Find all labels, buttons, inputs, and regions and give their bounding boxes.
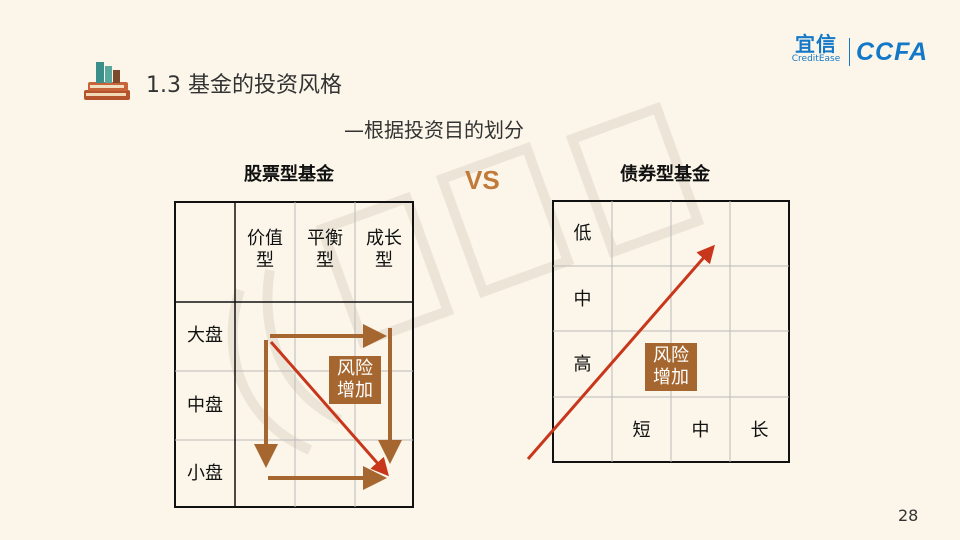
slide-title: 1.3 基金的投资风格 [146,73,342,98]
bond-col-short: 短 [632,420,651,441]
col-header-balanced-line1: 平衡 [307,228,343,249]
arrow-diagonal [269,341,389,477]
bond-fund-grid: 低 中 高 短 中 长 风险 增加 [526,200,790,463]
bond-arrow-diagonal [526,244,715,460]
bond-col-long: 长 [750,420,769,441]
yixin-logo-cn: 宜信 [795,32,837,56]
stock-risk-label: 风险 增加 [329,356,381,404]
page-number: 28 [898,506,919,525]
slide-subtitle: —根据投资目的划分 [344,118,524,142]
vs-label: VS [465,165,500,195]
bond-fund-heading: 债券型基金 [620,164,710,185]
col-header-value-line2: 型 [256,250,274,271]
yixin-logo-en: CreditEase [791,54,841,64]
bond-row-low: 低 [573,223,592,244]
col-header-balanced: 平衡 型 [295,228,355,272]
bond-row-high: 高 [573,354,592,375]
col-header-growth-line1: 成长 [366,228,402,249]
books-icon [84,62,130,100]
col-header-growth-line2: 型 [375,250,393,271]
yixin-logo: 宜信 CreditEase [786,34,846,70]
bond-risk-line1: 风险 [653,345,689,366]
stock-fund-heading: 股票型基金 [244,164,334,185]
stock-risk-line2: 增加 [337,380,373,401]
ccfa-logo: CCFA [856,38,929,66]
bond-row-mid: 中 [573,289,592,310]
bond-risk-label: 风险 增加 [645,343,697,391]
col-header-balanced-line2: 型 [316,250,334,271]
col-header-value: 价值 型 [235,228,295,272]
row-header-large-cap: 大盘 [187,325,223,346]
bond-grid-lines [526,200,790,463]
bond-col-medium: 中 [691,420,710,441]
logo-divider [849,38,850,66]
stock-risk-line1: 风险 [337,358,373,379]
stock-fund-grid: 价值 型 平衡 型 成长 型 大盘 中盘 小盘 风险 增加 [174,201,414,508]
bond-risk-line2: 增加 [653,367,689,388]
col-header-value-line1: 价值 [247,228,283,249]
col-header-growth: 成长 型 [355,228,413,272]
row-header-small-cap: 小盘 [187,463,223,484]
row-header-mid-cap: 中盘 [187,395,223,416]
